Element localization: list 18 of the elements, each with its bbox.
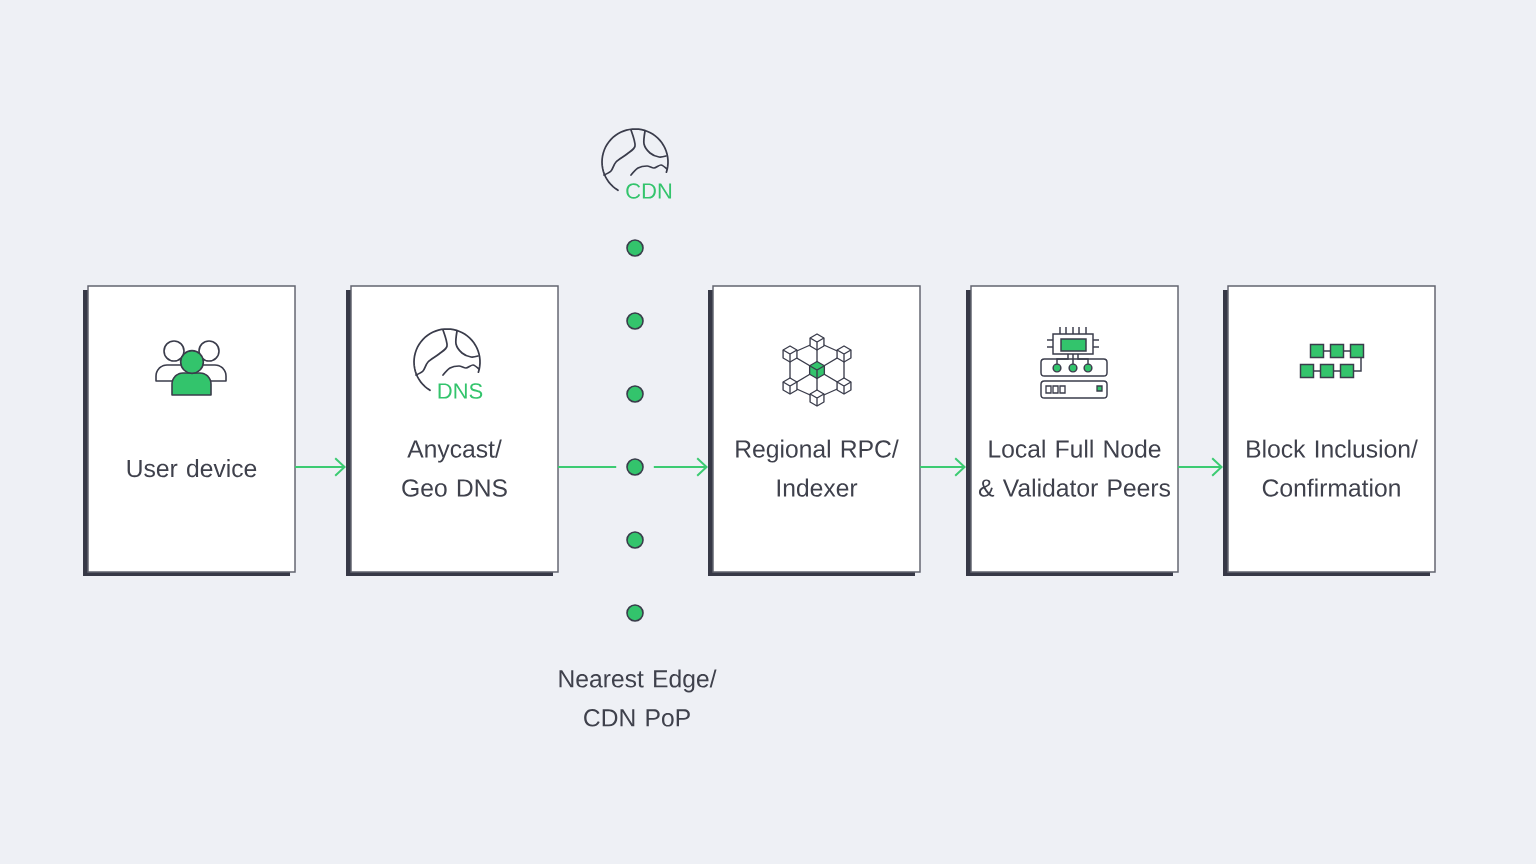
icon-label: CDN (626, 183, 672, 199)
process-box: Local Full Node & Validator Peers (966, 285, 1179, 576)
caption: Nearest Edge/ CDN PoP (559, 669, 717, 727)
dot (626, 312, 644, 330)
dot (626, 385, 644, 403)
dot (626, 604, 644, 622)
process-box: Regional RPC/ Indexer (708, 285, 921, 576)
arrow (1177, 457, 1223, 477)
process-box: User device (83, 285, 296, 576)
dot (626, 531, 644, 549)
connector-line (557, 466, 618, 468)
icon-label: DNS (438, 383, 483, 399)
arrow (294, 457, 346, 477)
arrow (652, 457, 708, 477)
dot (626, 239, 644, 257)
dot (626, 458, 644, 476)
process-box: Block Inclusion/ Confirmation (1223, 285, 1436, 576)
arrow (919, 457, 966, 477)
